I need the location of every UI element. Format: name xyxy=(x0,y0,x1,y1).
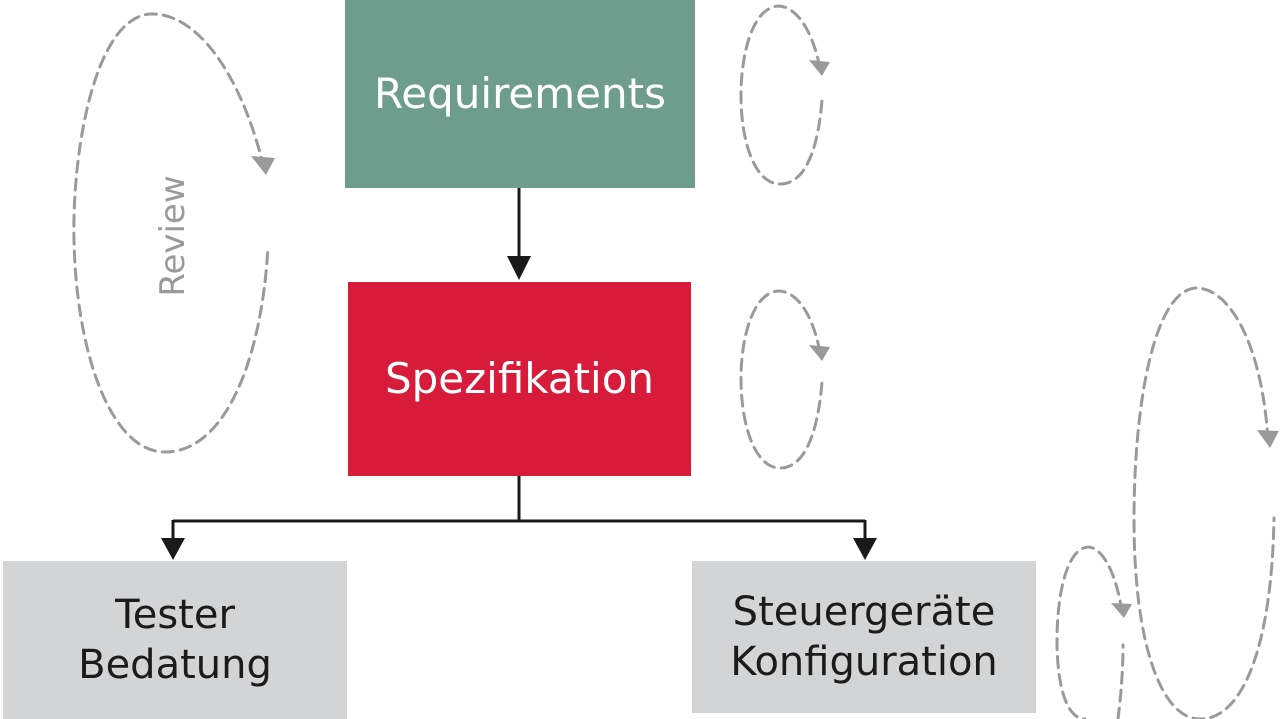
tester-box-bg xyxy=(3,561,347,719)
loop-requirements xyxy=(739,4,824,186)
requirements-box-bg xyxy=(345,0,695,188)
spezifikation-box: Spezifikation xyxy=(348,282,691,476)
steuer-line-1: Steuergeräte xyxy=(732,589,996,635)
connector-requirements-spezifikation xyxy=(507,188,531,280)
loop-steuer xyxy=(1055,545,1124,719)
requirements-label: Requirements xyxy=(374,68,666,118)
tester-bedatung-box: Tester Bedatung xyxy=(3,561,347,719)
spezifikation-label: Spezifikation xyxy=(384,353,655,403)
tester-line-2: Bedatung xyxy=(78,642,272,688)
tester-line-1: Tester xyxy=(115,592,235,638)
review-loop-left xyxy=(72,12,270,454)
tester-bedatung-text: Tester Bedatung xyxy=(78,590,272,690)
loop-steuer-tail xyxy=(1116,643,1125,719)
review-loop-arrowhead xyxy=(251,156,275,175)
review-label: Review xyxy=(153,175,193,297)
loop-steuer-arrowhead xyxy=(1111,603,1132,618)
loop-far-right xyxy=(1132,286,1276,719)
connector-to-tester xyxy=(161,520,185,560)
connector-to-steuer xyxy=(853,520,877,560)
connector-spezifikation-split xyxy=(173,476,865,523)
loop-far-right-arrowhead xyxy=(1257,430,1279,448)
loop-spezifikation-arrowhead xyxy=(809,345,830,361)
loop-spezifikation xyxy=(739,289,824,470)
steuer-box-bg xyxy=(692,561,1036,713)
loop-requirements-arrowhead xyxy=(809,60,830,76)
requirements-box: Requirements xyxy=(345,0,695,188)
steuer-text: Steuergeräte Konfiguration xyxy=(730,587,998,687)
steuer-line-2: Konfiguration xyxy=(730,639,998,685)
steuergeraete-konfiguration-box: Steuergeräte Konfiguration xyxy=(692,561,1036,713)
spezifikation-box-bg xyxy=(348,282,691,476)
